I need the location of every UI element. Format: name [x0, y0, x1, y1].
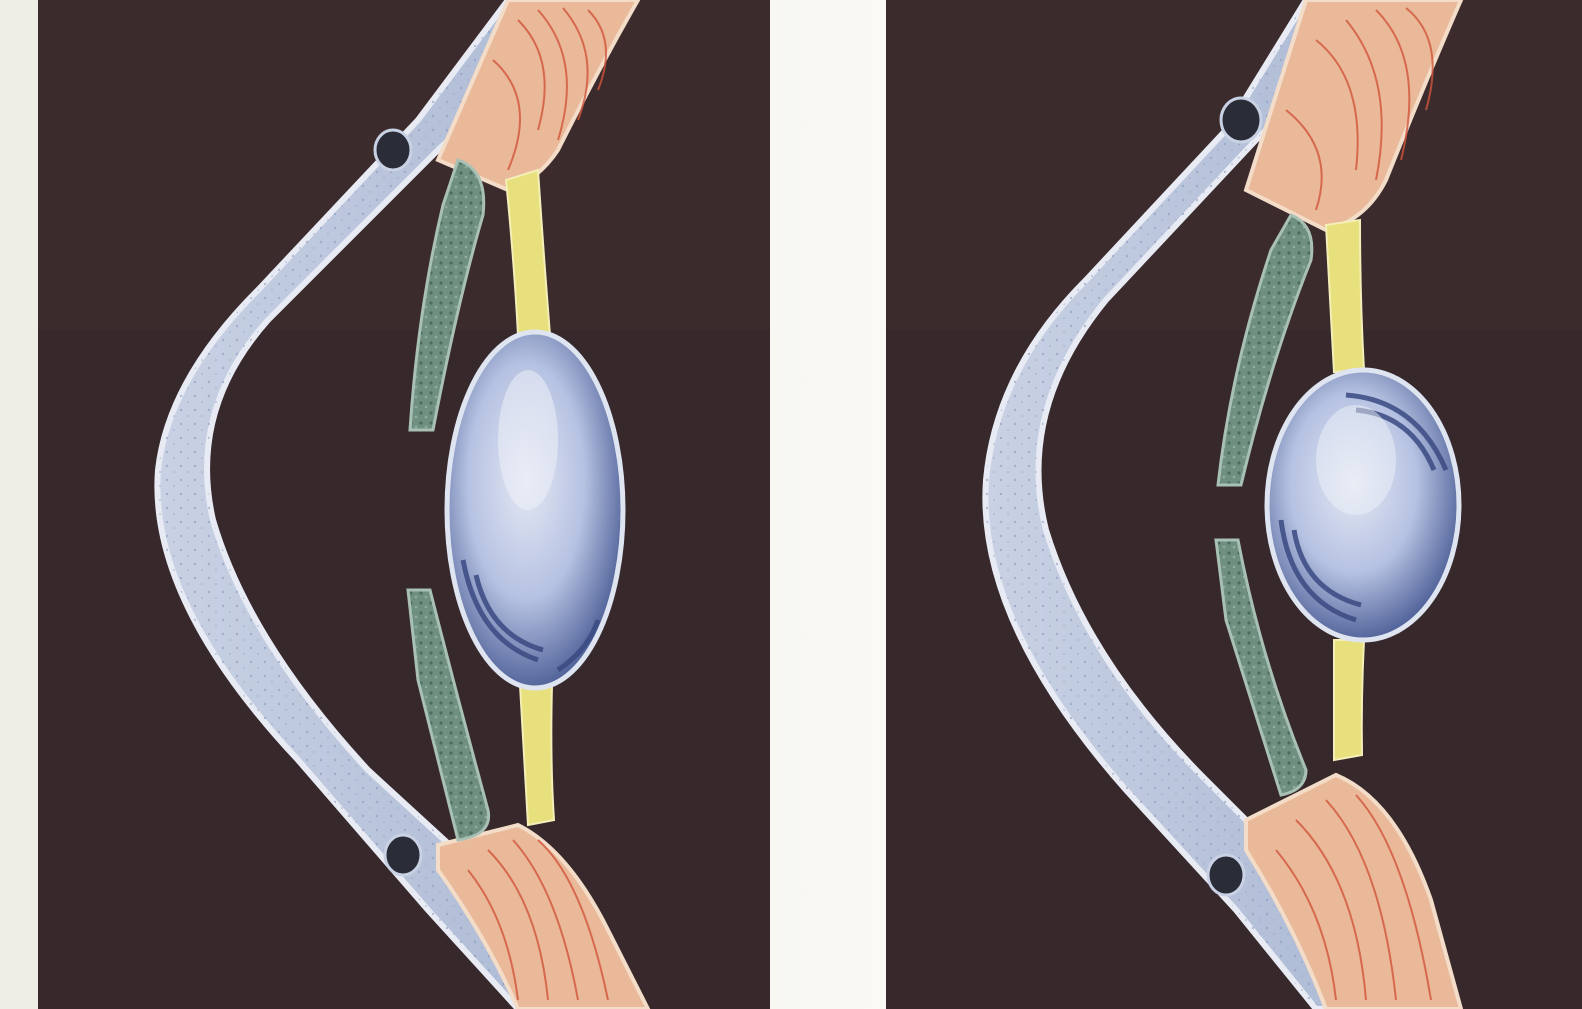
- schlemm-canal-top: [1221, 98, 1261, 142]
- panel-right: [886, 0, 1582, 1009]
- panel-left: [38, 0, 770, 1009]
- schlemm-canal-top: [375, 130, 411, 170]
- eye-section-left: [38, 0, 770, 1009]
- schlemm-canal-bottom: [385, 835, 421, 875]
- eye-section-right: [886, 0, 1582, 1009]
- zonule-fibers-bottom: [1334, 640, 1364, 760]
- schlemm-canal-bottom: [1208, 855, 1244, 895]
